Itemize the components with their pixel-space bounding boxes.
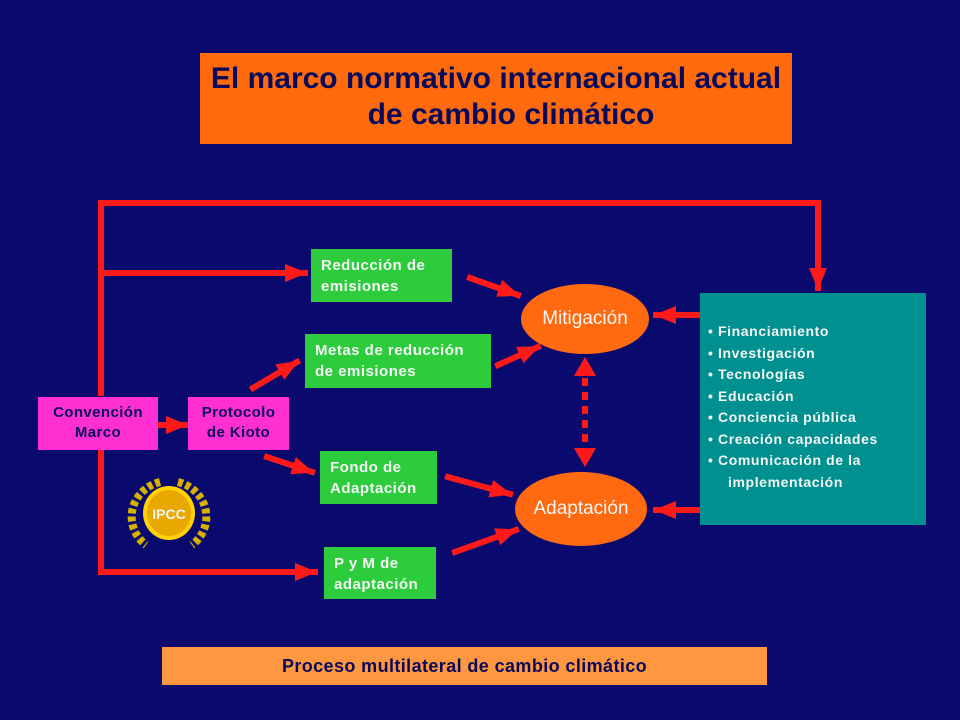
title-line-2: de cambio climático xyxy=(367,98,655,131)
arrow-protocolo-to-metas xyxy=(248,357,302,393)
means-item: Creación capacidades xyxy=(708,429,926,451)
node-pym-line-1: P y M de xyxy=(334,555,399,572)
means-item: Investigación xyxy=(708,343,926,365)
node-reduccion-emisiones: Reducción de emisiones xyxy=(311,249,452,302)
node-protocolo-line-1: Protocolo xyxy=(201,404,276,421)
arrow-top-loop xyxy=(98,200,827,291)
node-metas-line-2: de emisiones xyxy=(315,363,417,380)
node-convencion-line-2: Marco xyxy=(74,424,122,441)
node-convencion-marco: Convención Marco xyxy=(38,397,158,450)
arrow-reduccion-to-mitigacion xyxy=(466,274,522,299)
node-mitigacion: Mitigación xyxy=(521,284,649,354)
node-convencion-line-1: Convención xyxy=(53,404,143,421)
arrow-protocolo-to-fondo xyxy=(263,453,316,476)
means-item: Tecnologías xyxy=(708,364,926,386)
node-pym-adaptacion: P y M de adaptación xyxy=(324,547,436,599)
arrow-fondo-to-adaptacion xyxy=(444,473,514,498)
ipcc-emblem xyxy=(127,478,211,549)
node-mitigacion-label: Mitigación xyxy=(542,308,628,329)
node-fondo-line-1: Fondo de xyxy=(330,459,402,476)
node-adaptacion: Adaptación xyxy=(515,472,647,546)
arrow-pym-to-adaptacion xyxy=(451,526,520,556)
means-item: Financiamiento xyxy=(708,321,926,343)
node-adaptacion-label: Adaptación xyxy=(533,498,629,519)
ipcc-logo-text: IPCC xyxy=(152,506,186,522)
node-protocolo-line-2: de Kioto xyxy=(206,424,271,441)
node-fondo-adaptacion: Fondo de Adaptación xyxy=(320,451,437,504)
means-item: Conciencia pública xyxy=(708,407,926,429)
node-fondo-line-2: Adaptación xyxy=(330,480,417,497)
means-item: Comunicación de la xyxy=(708,450,926,472)
means-of-implementation-box: Financiamiento Investigación Tecnologías… xyxy=(700,293,926,525)
means-item: Educación xyxy=(708,386,926,408)
node-protocolo-kioto: Protocolo de Kioto xyxy=(188,397,289,450)
arrow-mitigacion-adaptacion-link xyxy=(574,357,596,467)
title-line-1: El marco normativo internacional actual xyxy=(210,62,782,95)
arrow-metas-to-mitigacion xyxy=(494,343,542,369)
node-reduccion-line-1: Reducción de xyxy=(321,257,426,274)
means-list: Financiamiento Investigación Tecnologías… xyxy=(708,321,926,493)
node-metas-reduccion: Metas de reducción de emisiones xyxy=(305,334,491,388)
node-pym-line-2: adaptación xyxy=(334,576,419,593)
node-metas-line-1: Metas de reducción xyxy=(315,342,465,359)
footer-caption: Proceso multilateral de cambio climático xyxy=(162,647,767,685)
diagram-title: El marco normativo internacional actual … xyxy=(200,53,792,144)
node-reduccion-line-2: emisiones xyxy=(321,278,399,295)
means-item: implementación xyxy=(728,473,843,490)
